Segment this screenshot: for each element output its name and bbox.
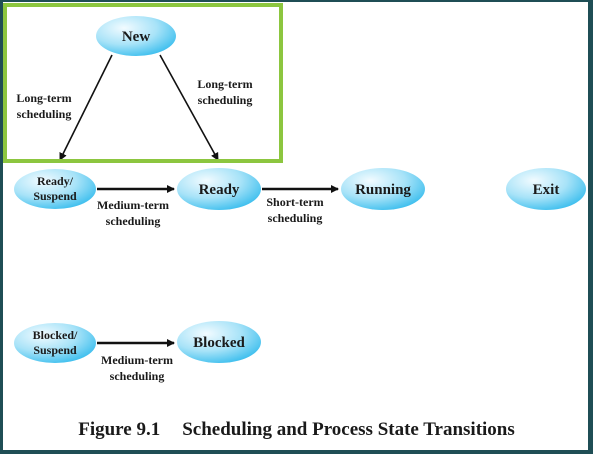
label-short-term: Short-term scheduling: [266, 195, 323, 225]
node-running: Running: [341, 168, 425, 210]
svg-text:Short-term: Short-term: [266, 195, 323, 209]
highlight-box: [3, 3, 283, 163]
svg-text:scheduling: scheduling: [268, 211, 323, 225]
node-blocked-suspend: Blocked/ Suspend: [14, 323, 96, 363]
svg-text:Medium-term: Medium-term: [101, 353, 173, 367]
figure-number: Figure 9.1: [78, 419, 161, 440]
edge-new-to-ready: [159, 54, 219, 161]
svg-text:Exit: Exit: [533, 182, 560, 198]
svg-text:scheduling: scheduling: [17, 107, 72, 121]
label-long-term-left: Long-term scheduling: [16, 91, 71, 121]
svg-text:scheduling: scheduling: [106, 214, 161, 228]
svg-text:scheduling: scheduling: [110, 369, 165, 383]
svg-text:Running: Running: [355, 182, 411, 198]
svg-text:Ready/: Ready/: [37, 174, 74, 188]
edge-new-to-ready-suspend: [59, 54, 113, 161]
node-blocked: Blocked: [177, 321, 261, 363]
svg-text:Suspend: Suspend: [33, 343, 77, 357]
svg-text:scheduling: scheduling: [198, 93, 253, 107]
svg-text:Blocked: Blocked: [193, 335, 245, 351]
node-ready-suspend: Ready/ Suspend: [14, 169, 96, 209]
label-medium-term-top: Medium-term scheduling: [97, 198, 169, 228]
figure-title: Scheduling and Process State Transitions: [182, 419, 515, 440]
svg-text:Long-term: Long-term: [197, 77, 252, 91]
node-ready: Ready: [177, 168, 261, 210]
svg-text:Medium-term: Medium-term: [97, 198, 169, 212]
figure-caption: Figure 9.1 Scheduling and Process State T…: [0, 419, 593, 441]
svg-text:Long-term: Long-term: [16, 91, 71, 105]
svg-text:New: New: [122, 29, 150, 45]
node-exit: Exit: [506, 168, 586, 210]
svg-text:Suspend: Suspend: [33, 189, 77, 203]
svg-text:Ready: Ready: [199, 182, 240, 198]
label-medium-term-bottom: Medium-term scheduling: [101, 353, 173, 383]
label-long-term-right: Long-term scheduling: [197, 77, 252, 107]
svg-text:Blocked/: Blocked/: [33, 328, 78, 342]
node-new: New: [96, 16, 176, 56]
